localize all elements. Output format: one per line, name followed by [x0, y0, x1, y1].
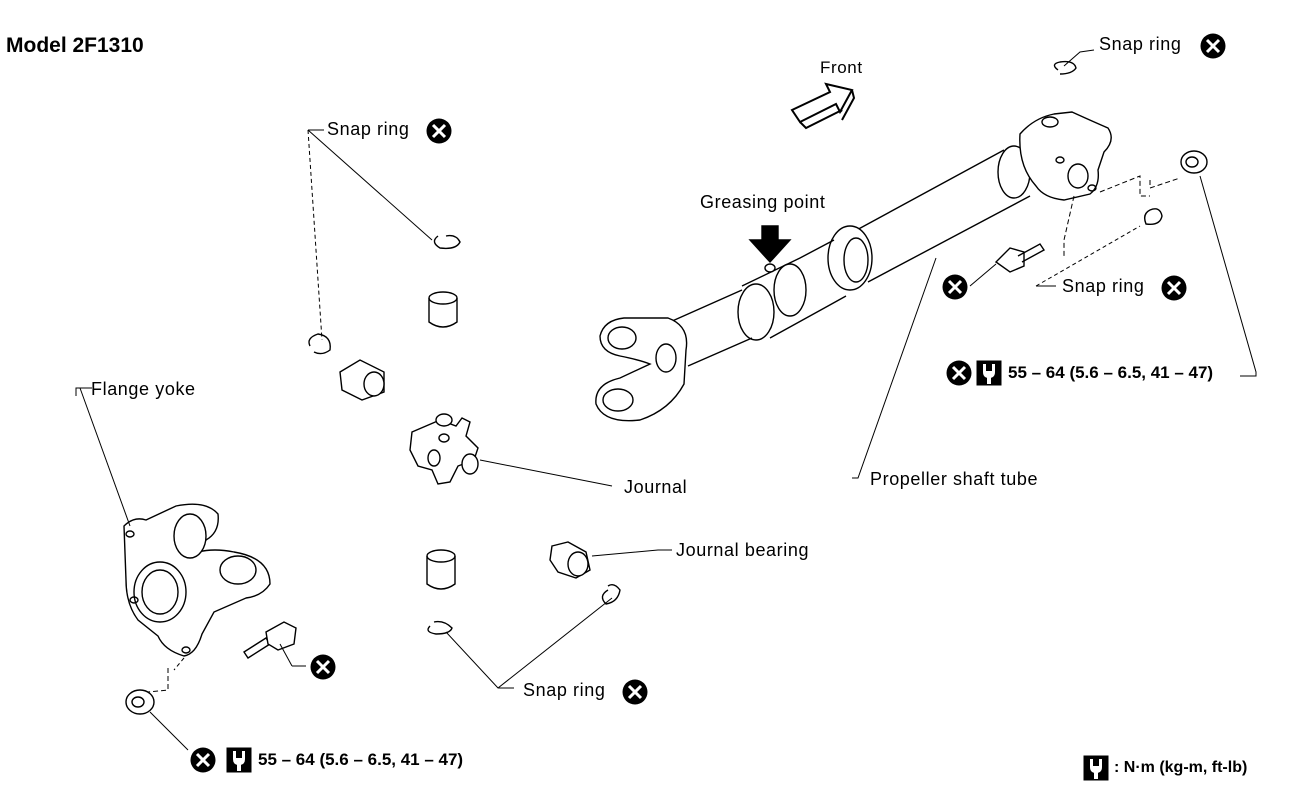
label-propeller-shaft-tube: Propeller shaft tube: [870, 469, 1039, 489]
label-snap-ring-right: Snap ring: [1062, 276, 1145, 296]
flange-yoke-part: [123, 503, 297, 715]
circled-x-icon: [426, 118, 452, 144]
circled-x-icon: [1200, 33, 1226, 59]
label-snap-ring-top-right: Snap ring: [1099, 34, 1182, 54]
label-snap-ring-top-left: Snap ring: [327, 119, 410, 139]
leader-lines: [75, 49, 1257, 751]
circled-x-icon: [310, 654, 336, 680]
circled-x-icon: [946, 360, 972, 386]
diagram-title: Model 2F1310: [6, 34, 144, 57]
circled-x-icon: [942, 274, 968, 300]
propeller-shaft-assembly: [595, 111, 1112, 422]
label-journal-bearing: Journal bearing: [676, 540, 810, 560]
label-snap-ring-bottom: Snap ring: [523, 680, 606, 700]
circled-x-icon: [622, 679, 648, 705]
label-journal: Journal: [624, 477, 688, 497]
torque-wrench-icon: [226, 747, 252, 773]
journal-assembly: [308, 234, 621, 635]
torque-spec-front: 55 – 64 (5.6 – 6.5, 41 – 47): [258, 750, 464, 769]
label-flange-yoke: Flange yoke: [91, 379, 196, 399]
front-arrow-icon: [790, 82, 856, 130]
circled-x-icon: [190, 747, 216, 773]
torque-wrench-icon: [976, 360, 1002, 386]
torque-wrench-icon-legend: [1083, 755, 1109, 781]
label-front: Front: [820, 58, 863, 77]
greasing-arrow-icon: [748, 225, 792, 264]
circled-x-icon: [1161, 275, 1187, 301]
torque-spec-rear: 55 – 64 (5.6 – 6.5, 41 – 47): [1008, 363, 1214, 382]
torque-legend: : N·m (kg-m, ft-lb): [1114, 759, 1248, 776]
rear-hardware: [994, 60, 1208, 273]
label-greasing-point: Greasing point: [700, 192, 826, 212]
